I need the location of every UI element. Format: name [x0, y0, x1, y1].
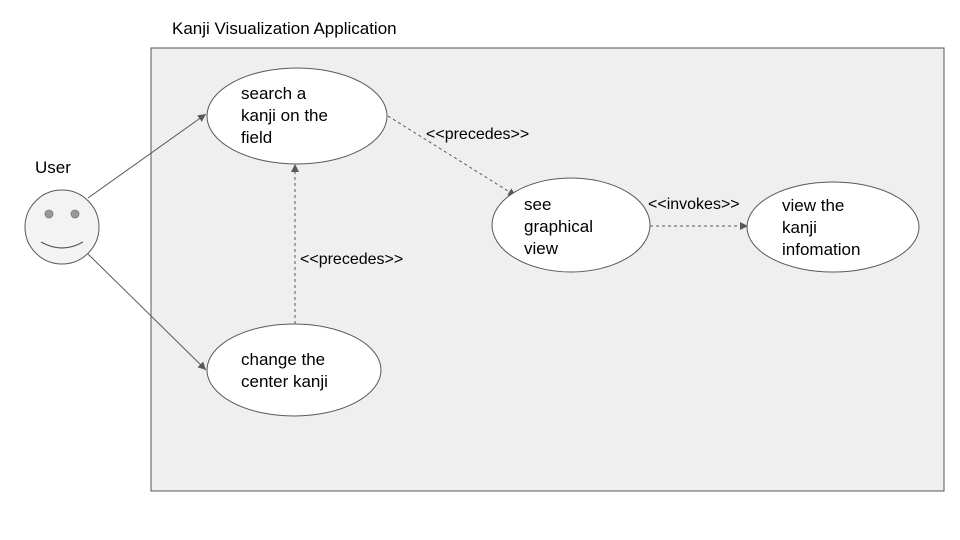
use-case-kanji-info: view the kanji infomation [746, 181, 920, 273]
use-case-graphical-line-1: see [524, 195, 551, 214]
use-case-search-line-2: kanji on the [241, 106, 328, 125]
use-case-info-line-1: view the [782, 196, 844, 215]
use-case-graphical-line-3: view [524, 239, 559, 258]
association-user-change [87, 253, 207, 371]
actor-label: User [35, 158, 71, 177]
use-case-info-line-2: kanji [782, 218, 817, 237]
use-case-info-line-3: infomation [782, 240, 860, 259]
use-case-change-center: change the center kanji [206, 323, 382, 417]
use-case-change-line-2: center kanji [241, 372, 328, 391]
use-case-search-line-1: search a [241, 84, 307, 103]
stereotype-invokes: <<invokes>> [648, 196, 740, 213]
dependency-search-graphical [387, 115, 517, 197]
actor-smiley-icon [24, 189, 100, 265]
system-title: Kanji Visualization Application [172, 19, 397, 38]
association-user-search [87, 113, 207, 199]
use-case-search-kanji: search a kanji on the field [206, 67, 388, 165]
use-case-search-line-3: field [241, 128, 272, 147]
use-case-graphical-view: see graphical view [491, 177, 651, 273]
use-case-graphical-line-2: graphical [524, 217, 593, 236]
stereotype-precedes-1: <<precedes>> [426, 126, 529, 143]
stereotype-precedes-2: <<precedes>> [300, 251, 403, 268]
use-case-change-line-1: change the [241, 350, 325, 369]
